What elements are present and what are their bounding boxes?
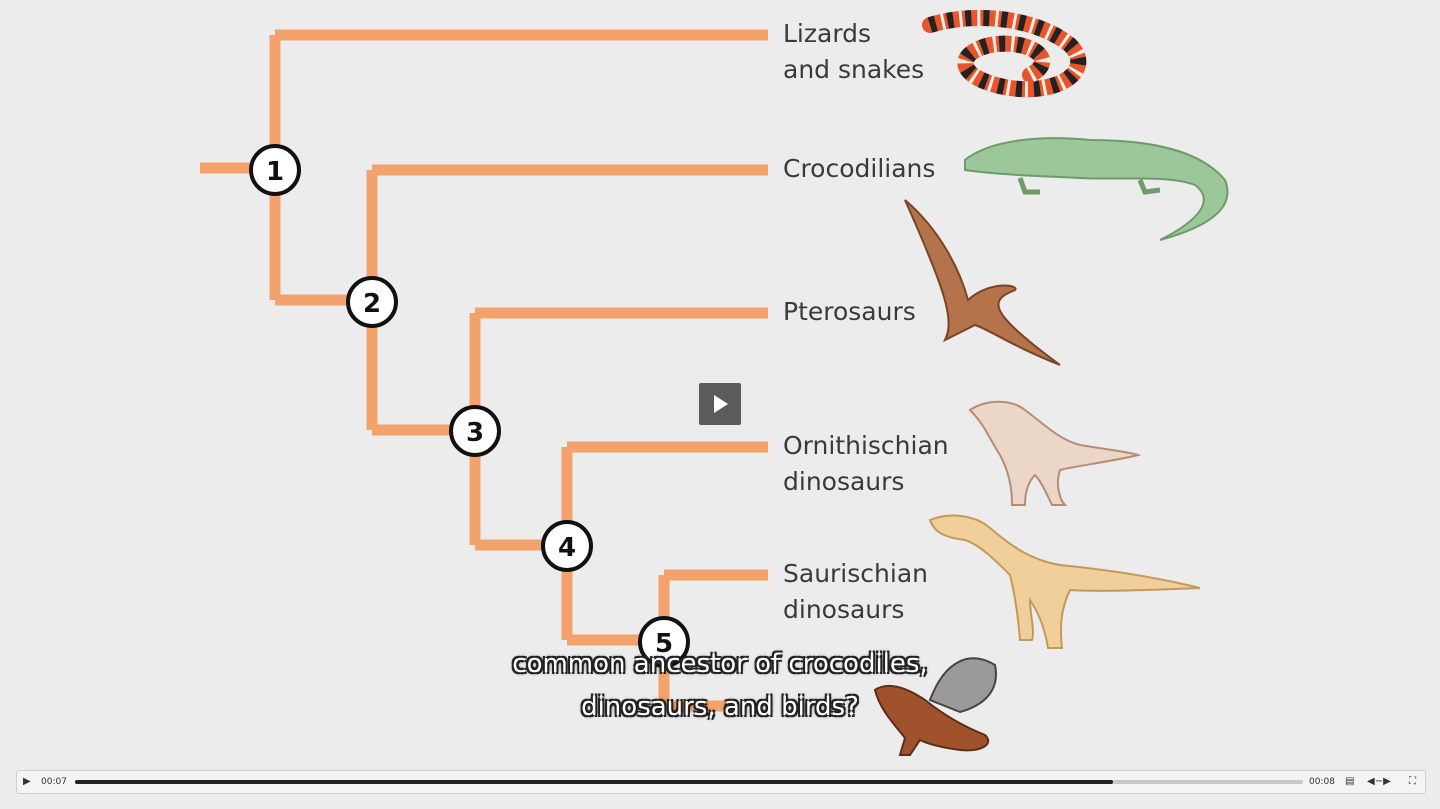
fullscreen-button[interactable]: ⛶ <box>1409 776 1416 787</box>
volume-icon[interactable]: ◀−▶ <box>1367 776 1391 787</box>
taxon-label-line: Saurischian <box>783 559 928 588</box>
node-4: 4 <box>541 520 593 572</box>
bird-icon <box>873 657 997 756</box>
taxon-label-crocodilians: Crocodilians <box>783 151 935 187</box>
taxon-label-line: Lizards <box>783 19 872 48</box>
seek-bar[interactable] <box>75 780 1303 784</box>
taxon-label-lizards-snakes: Lizards and snakes <box>783 16 924 88</box>
crocodile-icon <box>964 137 1229 241</box>
taxon-label-line: Ornithischian <box>783 431 949 460</box>
node-1: 1 <box>249 144 301 196</box>
taxon-label-line: dinosaurs <box>783 467 905 496</box>
taxon-label-line: and snakes <box>783 55 925 84</box>
subtitle-line-1: common ancestor of crocodiles, <box>512 649 928 679</box>
node-3: 3 <box>449 405 501 457</box>
subtitle-line-2: dinosaurs, and birds? <box>581 692 859 722</box>
svg-text:2: 2 <box>363 289 381 319</box>
svg-text:1: 1 <box>266 157 284 187</box>
pterosaur-icon <box>904 199 1061 366</box>
taxon-label-pterosaurs: Pterosaurs <box>783 294 916 330</box>
current-time: 00:07 <box>41 777 67 787</box>
play-overlay-button[interactable] <box>699 383 741 425</box>
svg-text:3: 3 <box>466 418 484 448</box>
taxon-label-line: Pterosaurs <box>783 297 916 326</box>
node-2: 2 <box>346 276 398 328</box>
taxon-label-ornithischian: Ornithischian dinosaurs <box>783 428 949 500</box>
svg-text:4: 4 <box>558 533 576 563</box>
taxon-label-line: dinosaurs <box>783 595 905 624</box>
snake-icon <box>922 9 1087 98</box>
ornithischian-icon <box>968 400 1142 506</box>
play-icon <box>714 395 728 413</box>
taxon-label-line: Crocodilians <box>783 154 936 183</box>
duration-time: 00:08 <box>1309 777 1335 787</box>
node-5: 5 <box>638 616 690 668</box>
taxon-label-saurischian: Saurischian dinosaurs <box>783 556 928 628</box>
cladogram-branches <box>200 29 768 712</box>
svg-text:5: 5 <box>655 629 673 659</box>
video-controls: ▶ 00:07 00:08 ▤ ◀−▶ ⛶ <box>16 770 1426 794</box>
seek-bar-progress <box>75 780 1113 784</box>
captions-button[interactable]: ▤ <box>1345 776 1355 787</box>
play-button[interactable]: ▶ <box>23 776 31 787</box>
saurischian-icon <box>928 514 1201 649</box>
